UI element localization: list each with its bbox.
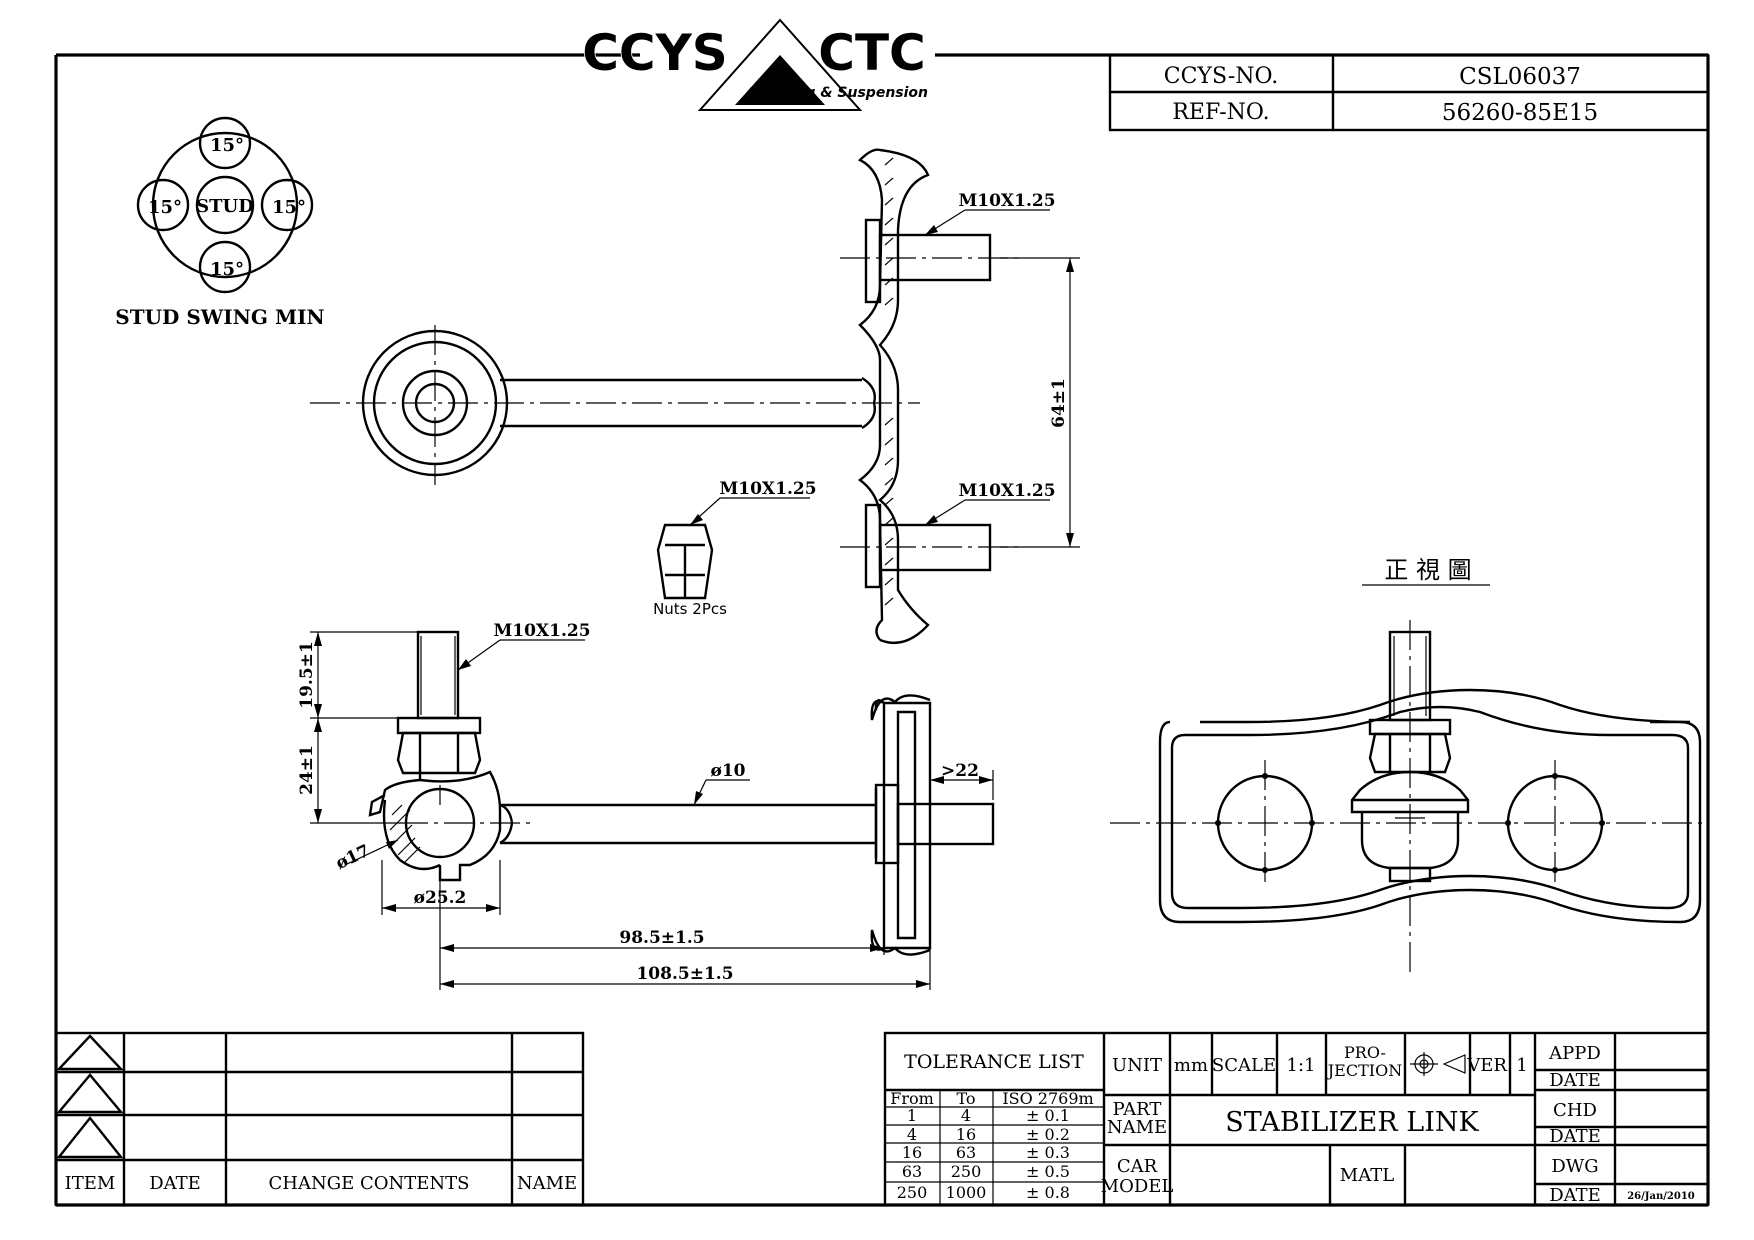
part-name-label-2: NAME: [1107, 1117, 1167, 1138]
part-number-block: CCYS-NO. CSL06037 REF-NO. 56260-85E15: [1108, 53, 1710, 132]
chd-label: CHD: [1553, 1100, 1597, 1121]
revision-block: ITEM DATE CHANGE CONTENTS NAME: [54, 1031, 585, 1207]
svg-text:± 0.5: ± 0.5: [1026, 1162, 1070, 1181]
svg-text:± 0.1: ± 0.1: [1026, 1106, 1070, 1125]
svg-text:63: 63: [902, 1162, 922, 1181]
unit-label: UNIT: [1112, 1055, 1162, 1076]
rev-col-change: CHANGE CONTENTS: [269, 1173, 470, 1194]
thread-label-lower: M10X1.25: [958, 481, 1055, 501]
front-view-title: 正 視 圖: [1384, 556, 1471, 584]
nut-detail: M10X1.25 Nuts 2Pcs: [653, 479, 816, 618]
dim-stud-spacing: 64±1: [1049, 378, 1069, 428]
swing-angle-left: 15°: [148, 197, 182, 218]
tol-row: 250 1000 ± 0.8: [897, 1183, 1070, 1202]
swing-center-label: STUD: [196, 196, 254, 217]
svg-text:16: 16: [902, 1143, 922, 1162]
tolerance-title: TOLERANCE LIST: [904, 1051, 1084, 1073]
ver-label: VER.: [1466, 1055, 1512, 1076]
part-name-label-1: PART: [1113, 1099, 1162, 1120]
tol-row: 16 63 ± 0.3: [902, 1143, 1070, 1162]
side-view: >22 ø10 M10X1.25 19.5±1 24±1 ø17 ø25.2: [297, 621, 995, 990]
projection-symbol-icon: [1410, 1052, 1466, 1076]
matl-label: MATL: [1340, 1165, 1394, 1186]
tol-header-from: From: [890, 1089, 934, 1108]
dim-stud-length: 19.5±1: [297, 641, 317, 708]
nut-thread-label: M10X1.25: [719, 479, 816, 499]
swing-caption: STUD SWING MIN: [115, 305, 324, 329]
swing-angle-top: 15°: [210, 135, 244, 156]
part-name-value: STABILIZER LINK: [1225, 1107, 1479, 1138]
tol-row: 4 16 ± 0.2: [907, 1125, 1070, 1144]
scale-label: SCALE: [1212, 1055, 1276, 1076]
ref-no-label: REF-NO.: [1172, 100, 1269, 125]
tol-header-iso: ISO 2769m: [1002, 1089, 1093, 1108]
ref-no-value: 56260-85E15: [1442, 100, 1598, 126]
top-view: 64±1 M10X1.25 M10X1.25: [310, 148, 1080, 645]
dim-length-total: 108.5±1.5: [636, 964, 733, 984]
chd-date-label: DATE: [1549, 1126, 1601, 1147]
car-model-label-2: MODEL: [1101, 1176, 1174, 1197]
swing-angle-bottom: 15°: [210, 259, 244, 280]
dim-ball-diameter: ø17: [333, 841, 373, 874]
tol-row: 63 250 ± 0.5: [902, 1162, 1070, 1181]
logo-brand-right: CTC: [818, 24, 926, 82]
svg-text:63: 63: [956, 1143, 976, 1162]
logo-tagline: Steering & Suspension: [748, 85, 928, 101]
svg-text:16: 16: [956, 1125, 976, 1144]
rev-col-date: DATE: [149, 1173, 201, 1194]
dim-length-inner: 98.5±1.5: [619, 928, 704, 948]
dim-thread-length: >22: [941, 761, 979, 781]
thread-label-upper: M10X1.25: [958, 191, 1055, 211]
appd-label: APPD: [1548, 1043, 1601, 1064]
logo-brand-left: CCYS: [582, 24, 728, 82]
ccys-no-label: CCYS-NO.: [1164, 64, 1279, 89]
front-view: 正 視 圖: [1110, 556, 1705, 975]
svg-text:4: 4: [961, 1106, 971, 1125]
ccys-no-value: CSL06037: [1459, 64, 1581, 90]
rev-col-item: ITEM: [65, 1173, 116, 1194]
nut-caption: Nuts 2Pcs: [653, 600, 727, 618]
svg-text:± 0.2: ± 0.2: [1026, 1125, 1070, 1144]
svg-text:± 0.3: ± 0.3: [1026, 1143, 1070, 1162]
tol-row: 1 4 ± 0.1: [907, 1106, 1070, 1125]
unit-value: mm: [1174, 1055, 1208, 1076]
svg-text:4: 4: [907, 1125, 917, 1144]
dwg-label: DWG: [1551, 1156, 1598, 1177]
svg-text:1000: 1000: [946, 1183, 987, 1202]
company-logo: CCYS CTC Steering & Suspension: [581, 18, 928, 111]
svg-text:250: 250: [897, 1183, 928, 1202]
scale-value: 1:1: [1287, 1055, 1316, 1076]
car-model-label-1: CAR: [1117, 1156, 1158, 1177]
dwg-date-label: DATE: [1549, 1185, 1601, 1206]
projection-label-2: JECTION: [1326, 1061, 1402, 1080]
dim-rod-diameter: ø10: [711, 761, 746, 781]
swing-angle-right: 15°: [272, 197, 306, 218]
svg-text:1: 1: [907, 1106, 917, 1125]
title-block: TOLERANCE LIST From To ISO 2769m 1 4 ± 0…: [883, 1031, 1710, 1207]
projection-label-1: PRO-: [1344, 1043, 1386, 1062]
stud-swing-diagram: STUD 15° 15° 15° 15° STUD SWING MIN: [115, 116, 325, 329]
rev-col-name: NAME: [517, 1173, 577, 1194]
dwg-date-value: 26/Jan/2010: [1627, 1191, 1695, 1202]
appd-date-label: DATE: [1549, 1070, 1601, 1091]
svg-text:250: 250: [951, 1162, 982, 1181]
ver-value: 1: [1516, 1055, 1527, 1076]
dim-head-height: 24±1: [297, 745, 317, 795]
side-thread-label: M10X1.25: [493, 621, 590, 641]
svg-text:± 0.8: ± 0.8: [1026, 1183, 1070, 1202]
tol-header-to: To: [956, 1089, 975, 1108]
